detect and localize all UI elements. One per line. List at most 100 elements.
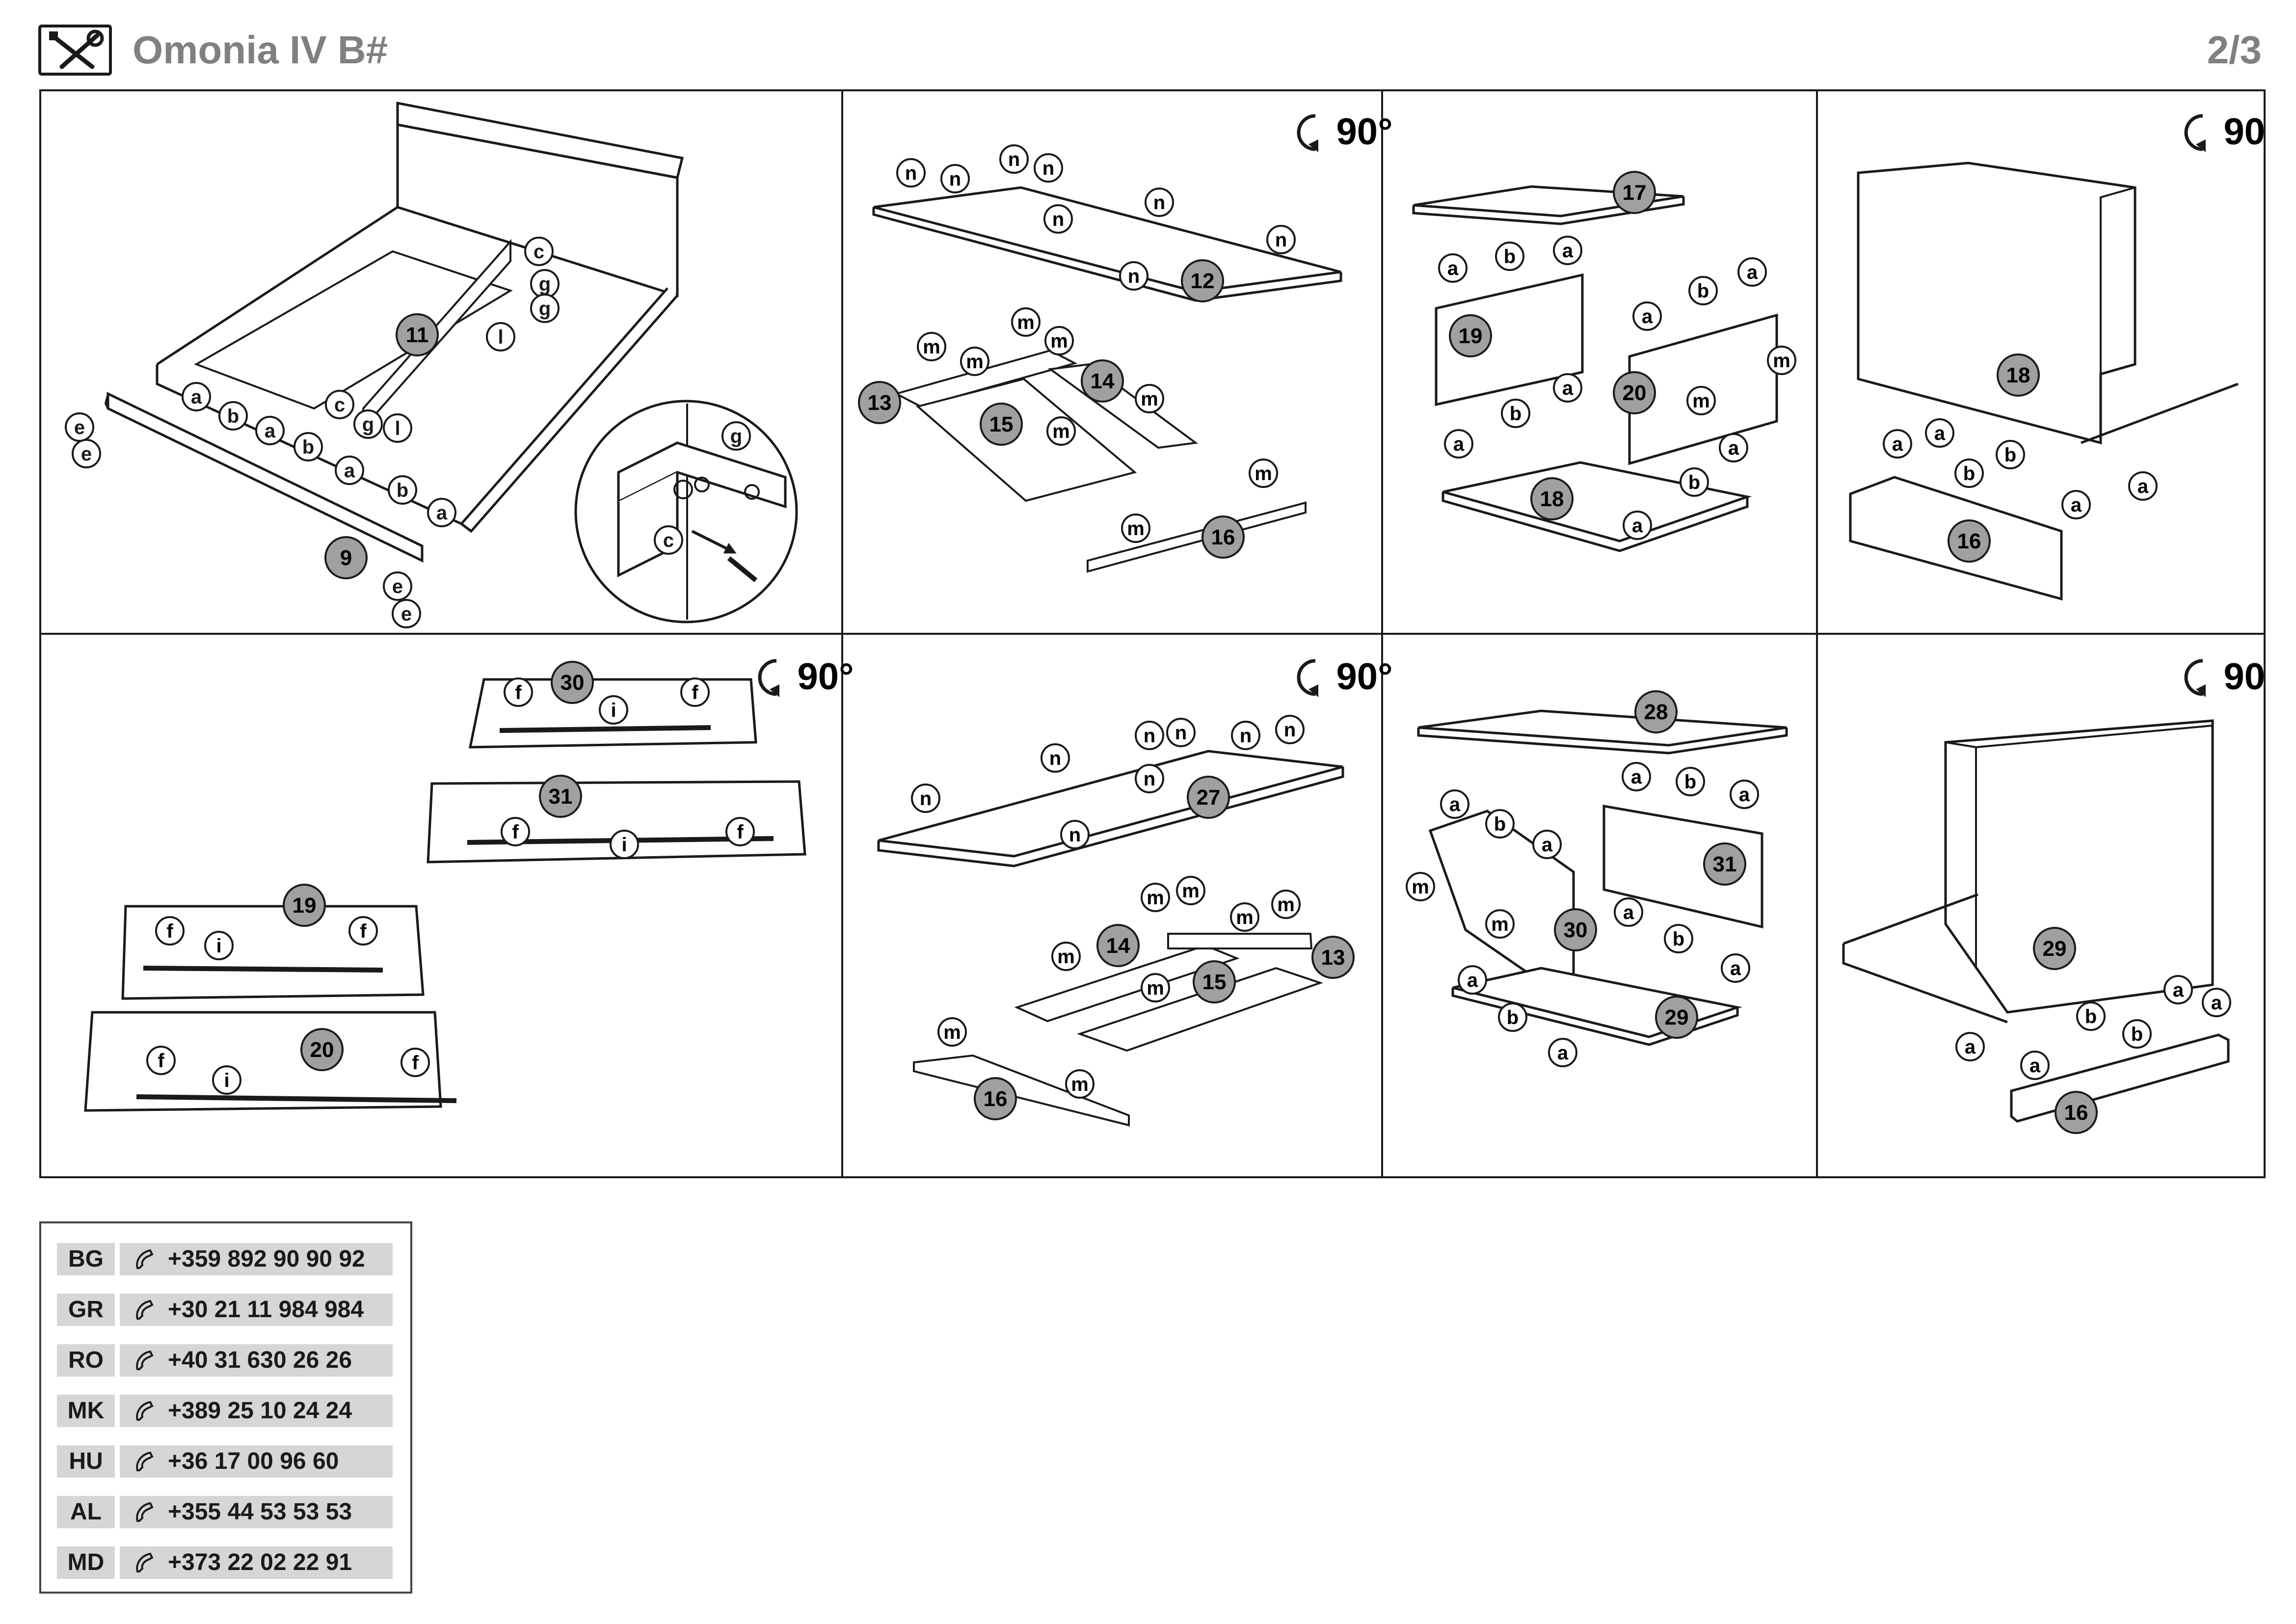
part-11-label: 11 [406, 323, 429, 347]
hw-n-label: n [1240, 725, 1252, 747]
hw-n-label: n [1008, 149, 1020, 170]
hw-a-label: a [1467, 970, 1478, 991]
phone-number[interactable]: +389 25 10 24 24 [120, 1395, 393, 1427]
hw-a-label: a [265, 420, 276, 442]
phone-number[interactable]: +36 17 00 96 60 [120, 1445, 393, 1478]
hw-a-label: a [2137, 476, 2149, 497]
phone-number[interactable]: +40 31 630 26 26 [120, 1344, 393, 1377]
step-3-nightstand-frame: 17 19 20 18 a b a a b a m m a b a a b a [1412, 171, 1796, 552]
hw-m-label: m [943, 1022, 961, 1043]
part-18-label: 18 [1540, 487, 1564, 511]
hw-b-label: b [2131, 1024, 2143, 1045]
part-14-label: 14 [1106, 934, 1130, 958]
step-5-drawer-slides: 90° 30 31 19 20 f f i f f i f f i f f i [84, 656, 854, 1112]
hw-a-label: a [1623, 902, 1634, 923]
hw-g-label: g [539, 273, 551, 295]
hw-a-label: a [1542, 834, 1553, 856]
hw-m-label: m [1692, 390, 1710, 412]
hw-f-label: f [158, 1050, 164, 1072]
country-code: MD [57, 1546, 115, 1579]
phone-number[interactable]: +30 21 11 984 984 [120, 1294, 393, 1326]
hw-a-label: a [1730, 958, 1741, 979]
hw-m-label: m [1491, 914, 1509, 935]
part-19-label: 19 [293, 893, 317, 918]
hw-a-label: a [2071, 494, 2082, 516]
hw-m-label: m [1050, 330, 1068, 352]
phone-number-text: +355 44 53 53 53 [168, 1499, 352, 1525]
hw-a-label: a [344, 460, 355, 482]
hw-a-label: a [1631, 766, 1642, 788]
hw-l-label: l [498, 326, 503, 348]
hw-b-label: b [1673, 928, 1684, 950]
hw-m-label: m [1182, 880, 1200, 902]
hw-m-label: m [1127, 518, 1145, 540]
hw-a-label: a [2173, 979, 2184, 1001]
hw-b-label: b [2085, 1006, 2097, 1028]
hw-n-label: n [1284, 719, 1296, 741]
part-29-label: 29 [2043, 937, 2067, 961]
rotate-label: 90° [1336, 111, 1393, 153]
hw-a-label: a [1562, 240, 1574, 262]
part-14-label: 14 [1091, 369, 1115, 393]
hw-g-label: g [539, 298, 551, 320]
hw-g-label: g [362, 414, 374, 435]
hw-b-label: b [1504, 246, 1516, 268]
hw-a-label: a [191, 386, 202, 408]
hw-a-label: a [1747, 262, 1758, 283]
tools-icon [38, 25, 112, 76]
hw-n-label: n [920, 788, 932, 810]
hw-b-label: b [397, 480, 408, 501]
hw-m-label: m [1773, 350, 1790, 372]
hw-a-label: a [1447, 258, 1459, 279]
hw-m-label: m [1052, 421, 1070, 442]
hw-e-label: e [401, 603, 412, 625]
hw-a-label: a [1739, 784, 1750, 806]
rotate-label: 90° [798, 656, 854, 698]
part-9-label: 9 [340, 546, 352, 570]
hw-c-label: c [663, 530, 674, 551]
hw-f-label: f [166, 920, 173, 942]
hw-a-label: a [1965, 1036, 1976, 1058]
hw-e-label: e [392, 576, 403, 597]
hw-b-label: b [1507, 1007, 1519, 1029]
country-code: BG [57, 1243, 115, 1275]
hw-n-label: n [1069, 824, 1081, 846]
hw-n-label: n [1049, 748, 1061, 769]
part-15-label: 15 [1202, 970, 1227, 994]
hw-f-label: f [512, 821, 519, 843]
phone-number-text: +373 22 02 22 91 [168, 1549, 352, 1575]
hw-b-label: b [1494, 813, 1506, 835]
part-13-label: 13 [1321, 946, 1345, 970]
part-30-label: 30 [561, 671, 585, 695]
page-header: Omonia IV B# 2/3 [38, 21, 2262, 80]
phone-icon [136, 1350, 154, 1370]
phone-icon [136, 1552, 154, 1572]
hw-n-label: n [1153, 192, 1165, 214]
part-17-label: 17 [1623, 181, 1647, 205]
part-27-label: 27 [1197, 785, 1221, 810]
hw-g-label: g [730, 426, 742, 447]
phone-number[interactable]: +359 892 90 90 92 [120, 1243, 393, 1275]
hw-m-label: m [1071, 1074, 1089, 1095]
phone-icon [136, 1249, 154, 1269]
country-code: GR [57, 1294, 115, 1326]
part-19-label: 19 [1459, 324, 1483, 348]
hw-a-label: a [1892, 433, 1903, 455]
hw-b-label: b [302, 436, 314, 458]
part-29-label: 29 [1665, 1005, 1689, 1029]
phone-number[interactable]: +355 44 53 53 53 [120, 1496, 393, 1528]
hw-m-label: m [1147, 887, 1164, 909]
hw-i-label: i [621, 834, 627, 856]
hw-a-label: a [1642, 306, 1653, 327]
hw-n-label: n [1275, 229, 1287, 251]
hw-n-label: n [949, 168, 961, 190]
phone-number[interactable]: +373 22 02 22 91 [120, 1546, 393, 1579]
hw-b-label: b [1510, 403, 1522, 425]
hw-m-label: m [1017, 312, 1035, 333]
country-code: AL [57, 1496, 115, 1528]
part-28-label: 28 [1644, 700, 1668, 724]
hw-b-label: b [1963, 463, 1975, 485]
hw-f-label: f [692, 682, 698, 704]
hw-m-label: m [966, 351, 984, 373]
